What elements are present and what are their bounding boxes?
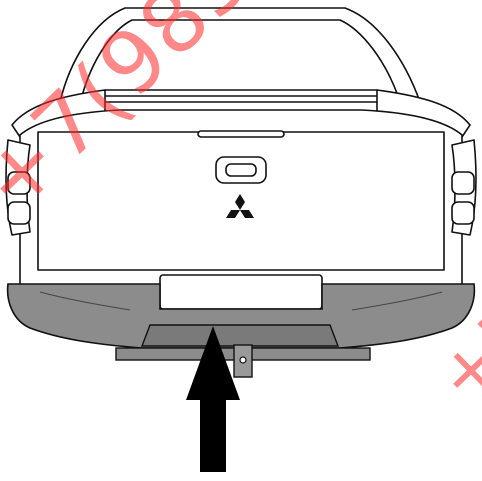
license-plate-area <box>159 274 323 310</box>
rear-window <box>81 19 399 97</box>
mitsubishi-logo-icon <box>226 194 254 218</box>
tailgate-panel <box>37 131 445 271</box>
brake-light <box>197 130 285 138</box>
up-arrow-icon <box>186 326 240 472</box>
bumper-step <box>140 324 340 347</box>
rear-bumper <box>6 283 476 349</box>
